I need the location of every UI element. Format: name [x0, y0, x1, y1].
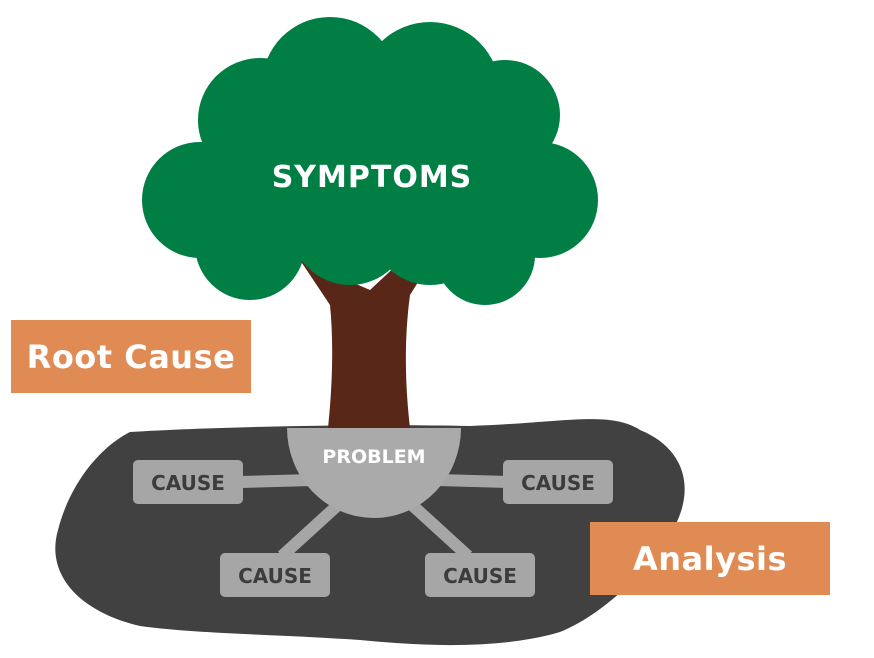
tree-trunk: [300, 250, 438, 428]
root-cause-label: Root Cause: [26, 337, 236, 376]
root-cause-label-box: Root Cause: [11, 320, 251, 393]
connector-bottom-right: [407, 500, 473, 561]
cause-box-left: CAUSE: [133, 460, 243, 504]
cause-label: CAUSE: [443, 564, 517, 588]
tree-canopy: [142, 17, 598, 305]
problem-node: [287, 428, 461, 518]
analysis-label-box: Analysis: [590, 522, 830, 595]
cause-label: CAUSE: [238, 564, 312, 588]
cause-label: CAUSE: [151, 471, 225, 495]
connectors: [239, 474, 509, 561]
cause-box-bottom-left: CAUSE: [220, 553, 330, 597]
cause-box-right: CAUSE: [503, 460, 613, 504]
problem-label: PROBLEM: [322, 446, 425, 468]
connector-bottom-left: [277, 500, 343, 561]
connector-right: [437, 474, 509, 488]
cause-box-bottom-right: CAUSE: [425, 553, 535, 597]
analysis-label: Analysis: [632, 539, 788, 578]
canopy-label: SYMPTOMS: [272, 160, 473, 195]
cause-label: CAUSE: [521, 471, 595, 495]
connector-left: [239, 474, 313, 488]
